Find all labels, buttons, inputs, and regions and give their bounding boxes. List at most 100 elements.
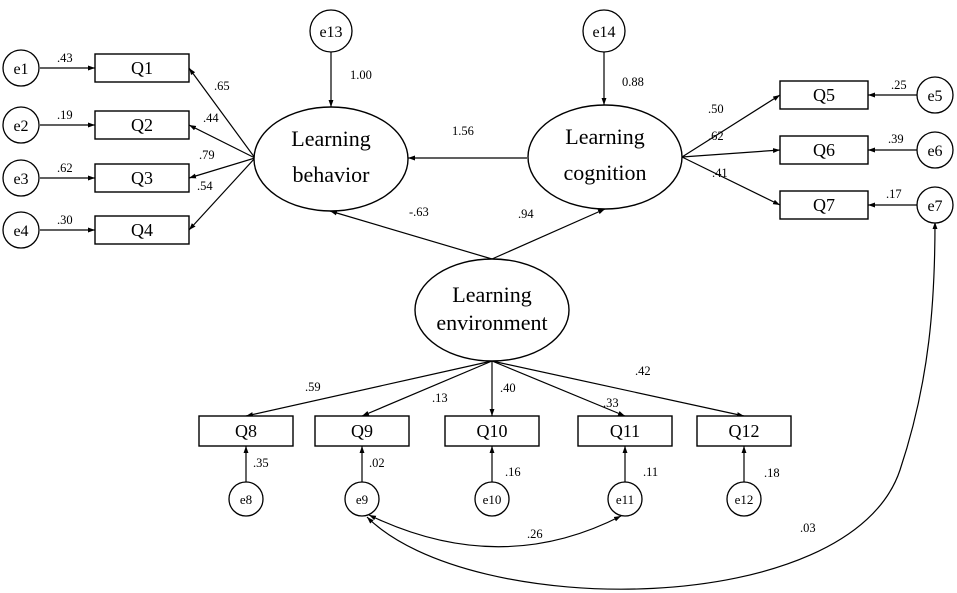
coef-environment-q12: .42 — [635, 364, 651, 378]
svg-text:e12: e12 — [735, 492, 754, 507]
coef-environment-behavior: -.63 — [409, 205, 429, 219]
svg-text:e5: e5 — [927, 88, 942, 105]
coef-environment-q11: .33 — [603, 396, 619, 410]
svg-text:behavior: behavior — [293, 162, 371, 187]
coef-e10-q10: .16 — [505, 465, 521, 479]
svg-text:Q10: Q10 — [477, 421, 508, 441]
path-cognition-q6 — [681, 148, 781, 158]
coef-environment-q8: .59 — [305, 380, 321, 394]
observed-q6: Q6 — [779, 135, 869, 165]
svg-text:e3: e3 — [13, 171, 28, 188]
coef-e2-q2: .19 — [57, 108, 73, 122]
covariance-e9-e11 — [368, 514, 622, 548]
observed-q7: Q7 — [779, 190, 869, 220]
error-e6: e6 — [916, 131, 954, 169]
svg-text:Q8: Q8 — [235, 421, 257, 441]
path-environment-q9 — [361, 360, 493, 417]
svg-text:Q12: Q12 — [729, 421, 760, 441]
observed-q10: Q10 — [444, 415, 540, 447]
observed-q5: Q5 — [779, 80, 869, 110]
svg-text:Q6: Q6 — [813, 140, 835, 160]
error-e12: e12 — [726, 481, 762, 517]
coef-e13-behavior: 1.00 — [350, 68, 372, 82]
error-e9: e9 — [344, 481, 380, 517]
observed-q3: Q3 — [94, 163, 190, 193]
latent-learning-cognition: Learning cognition — [527, 104, 683, 210]
svg-text:e4: e4 — [13, 223, 28, 240]
coef-cognition-q7: .41 — [712, 166, 728, 180]
coef-cognition-behavior: 1.56 — [452, 124, 474, 138]
svg-text:Q5: Q5 — [813, 85, 835, 105]
path-environment-q8 — [245, 360, 493, 417]
coef-environment-cognition: .94 — [518, 207, 534, 221]
observed-q2: Q2 — [94, 110, 190, 140]
coef-e9-q9: .02 — [369, 456, 385, 470]
coef-e3-q3: .62 — [57, 161, 73, 175]
svg-text:e1: e1 — [13, 61, 28, 78]
coef-e4-q4: .30 — [57, 213, 73, 227]
path-environment-cognition — [491, 208, 606, 260]
error-e2: e2 — [2, 106, 40, 144]
svg-text:Learning: Learning — [565, 124, 644, 149]
svg-text:e8: e8 — [240, 492, 252, 507]
error-e1: e1 — [2, 49, 40, 87]
observed-q11: Q11 — [577, 415, 673, 447]
path-cognition-q5 — [681, 94, 781, 158]
svg-text:Q3: Q3 — [131, 168, 153, 188]
latent-learning-behavior: Learning behavior — [253, 106, 409, 212]
error-e10: e10 — [474, 481, 510, 517]
observed-q8: Q8 — [198, 415, 294, 447]
coef-cognition-q6: .62 — [708, 129, 724, 143]
svg-text:e14: e14 — [592, 24, 615, 41]
svg-text:Q4: Q4 — [131, 220, 153, 240]
coef-e6-q6: .39 — [888, 132, 904, 146]
observed-q4: Q4 — [94, 215, 190, 245]
svg-text:Q7: Q7 — [813, 195, 835, 215]
latent-learning-environment: Learning environment — [414, 258, 570, 362]
error-e8: e8 — [228, 481, 264, 517]
svg-text:e6: e6 — [927, 143, 942, 160]
error-e14: e14 — [582, 9, 626, 53]
coef-environment-q9: .13 — [432, 391, 448, 405]
coef-e11-q11: .11 — [643, 465, 658, 479]
coef-e7-q7: .17 — [886, 187, 902, 201]
observed-q9: Q9 — [314, 415, 410, 447]
coef-covariance-e9-e11: .26 — [527, 527, 543, 541]
svg-text:environment: environment — [436, 310, 547, 335]
svg-text:e11: e11 — [616, 492, 634, 507]
observed-q12: Q12 — [696, 415, 792, 447]
coef-behavior-q3: .79 — [199, 148, 215, 162]
svg-text:e10: e10 — [483, 492, 502, 507]
svg-text:Q11: Q11 — [610, 421, 640, 441]
svg-text:cognition: cognition — [563, 160, 646, 185]
coef-environment-q10: .40 — [500, 381, 516, 395]
error-e13: e13 — [309, 9, 353, 53]
svg-text:Learning: Learning — [291, 126, 370, 151]
error-e11: e11 — [607, 481, 643, 517]
path-behavior-q2 — [188, 124, 256, 159]
coef-e12-q12: .18 — [764, 466, 780, 480]
path-behavior-q3 — [188, 157, 256, 179]
svg-text:e13: e13 — [319, 24, 342, 41]
path-behavior-q4 — [188, 157, 256, 231]
coef-behavior-q2: .44 — [203, 111, 219, 125]
svg-text:Q9: Q9 — [351, 421, 373, 441]
svg-text:e2: e2 — [13, 118, 28, 135]
error-e7: e7 — [916, 186, 954, 224]
error-e3: e3 — [2, 159, 40, 197]
coef-behavior-q4: .54 — [197, 179, 213, 193]
coef-covariance-e9-e7: .03 — [800, 521, 816, 535]
coef-e1-q1: .43 — [57, 51, 73, 65]
coef-e14-cognition: 0.88 — [622, 75, 644, 89]
path-behavior-q1 — [188, 67, 256, 159]
svg-text:Learning: Learning — [452, 282, 531, 307]
svg-text:Q1: Q1 — [131, 58, 153, 78]
svg-text:e9: e9 — [356, 492, 368, 507]
observed-q1: Q1 — [94, 53, 190, 83]
covariance-e9-e7 — [366, 221, 938, 590]
error-e4: e4 — [2, 211, 40, 249]
path-cognition-q7 — [681, 156, 781, 206]
coef-e8-q8: .35 — [253, 456, 269, 470]
error-e5: e5 — [916, 76, 954, 114]
